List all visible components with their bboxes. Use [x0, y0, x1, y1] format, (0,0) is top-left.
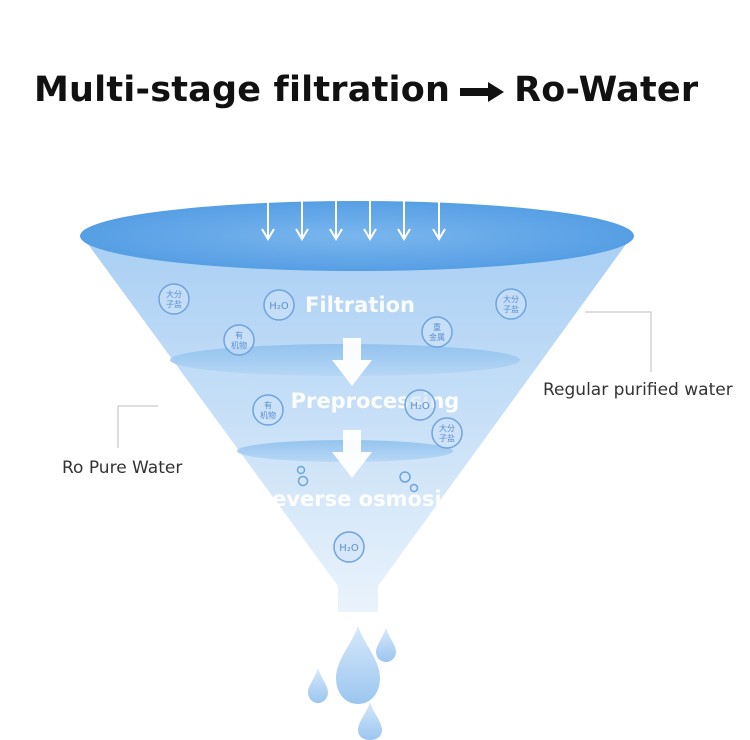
svg-text:大分: 大分 — [503, 294, 519, 304]
stage-label-filtration: Filtration — [305, 293, 415, 317]
water-drop-icon — [358, 702, 382, 740]
svg-text:子盐: 子盐 — [503, 304, 519, 314]
page-title: Multi-stage filtration Ro-Water — [34, 70, 698, 111]
water-drop-icon — [308, 668, 328, 703]
macromolecule-salt-icon — [495, 288, 527, 320]
stage-arrow-icon — [332, 338, 372, 386]
macromolecule-salt-icon — [431, 417, 463, 449]
water-droplets — [308, 626, 396, 740]
svg-text:H₂O: H₂O — [339, 543, 359, 554]
svg-text:子盐: 子盐 — [166, 299, 182, 309]
h2o-molecule-icon — [333, 531, 365, 563]
organic-matter-icon — [223, 324, 255, 356]
callout-line-right — [585, 311, 652, 372]
organic-matter-icon — [252, 394, 284, 426]
macromolecule-salt-icon — [158, 283, 190, 315]
title-left: Multi-stage filtration — [34, 70, 451, 110]
callout-line-left — [117, 405, 158, 448]
right-arrow-icon — [460, 71, 505, 111]
title-right: Ro-Water — [514, 70, 699, 110]
molecule-bubbles — [158, 283, 527, 563]
svg-text:子盐: 子盐 — [439, 433, 455, 443]
water-drop-icon — [376, 628, 396, 662]
ro-pure-water-label: Ro Pure Water — [62, 458, 183, 478]
svg-text:大分: 大分 — [166, 289, 182, 299]
heavy-metal-icon — [421, 316, 453, 348]
funnel-body — [82, 236, 632, 612]
stage-arrow-icon — [332, 430, 372, 478]
stage-label-reverse-osmosis: Reverse osmosis — [256, 487, 454, 511]
svg-text:有: 有 — [264, 400, 272, 410]
h2o-molecule-icon — [404, 389, 436, 421]
funnel-top-ellipse — [80, 201, 634, 271]
svg-text:大分: 大分 — [439, 423, 455, 433]
svg-text:重: 重 — [433, 322, 441, 332]
molecule-labels: 大分 子盐 H₂O 大分 子盐 有 机物 重 金属 有 机物 H₂O 大分 子盐… — [166, 289, 519, 554]
svg-text:有: 有 — [235, 330, 243, 340]
svg-text:金属: 金属 — [429, 332, 445, 342]
svg-text:H₂O: H₂O — [410, 401, 430, 412]
svg-text:H₂O: H₂O — [269, 301, 289, 312]
water-drop-icon — [336, 626, 380, 704]
h2o-molecule-icon — [263, 289, 295, 321]
svg-text:机物: 机物 — [231, 340, 247, 350]
svg-text:机物: 机物 — [260, 410, 276, 420]
regular-purified-water-label: Regular purified water — [543, 380, 733, 400]
